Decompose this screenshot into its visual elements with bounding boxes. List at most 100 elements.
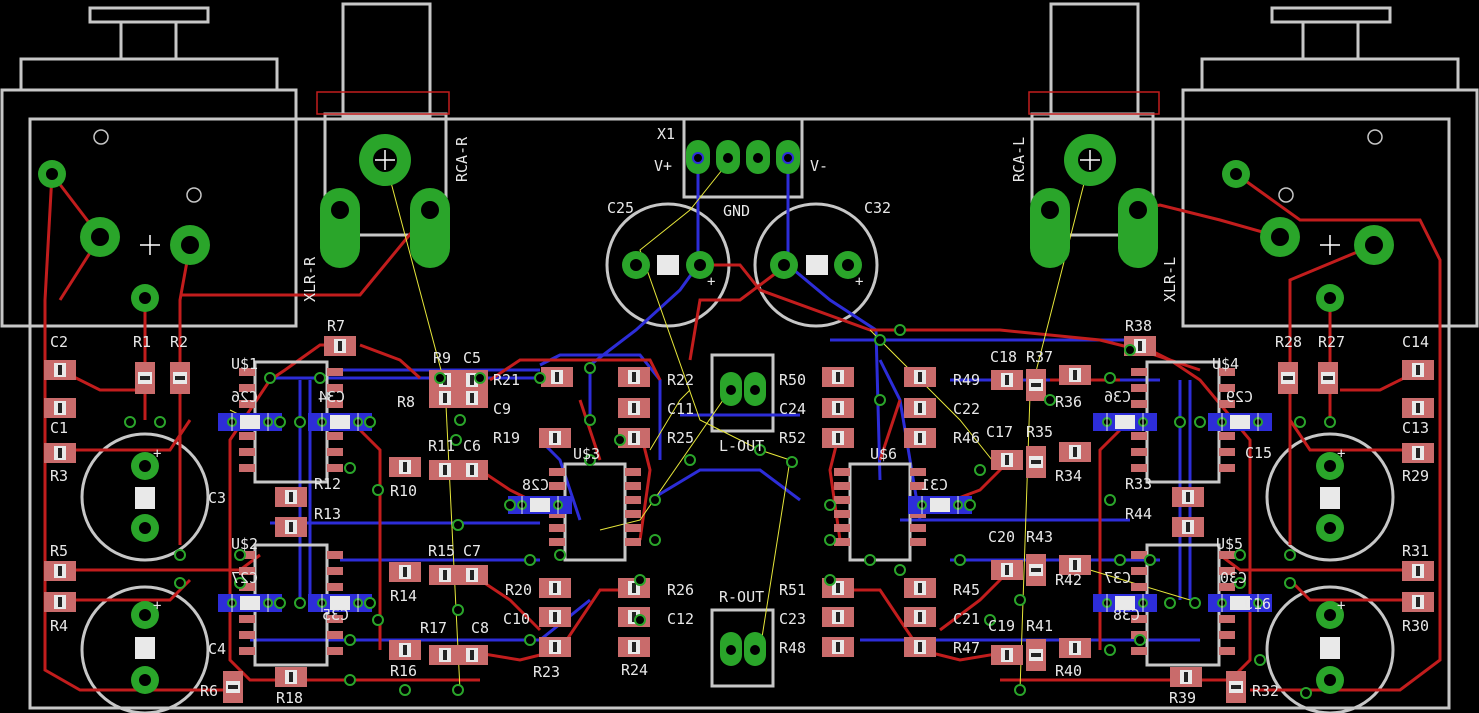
electrolytic-caps[interactable] bbox=[131, 251, 1344, 694]
via bbox=[344, 674, 356, 686]
smd-c24[interactable] bbox=[822, 398, 854, 418]
via bbox=[894, 564, 906, 576]
smd-r44[interactable] bbox=[1172, 517, 1204, 537]
smd-c13[interactable] bbox=[1402, 398, 1434, 418]
label-c31: C31 bbox=[921, 476, 948, 494]
smd-r30[interactable] bbox=[1402, 592, 1434, 612]
smd-r36[interactable] bbox=[1059, 365, 1091, 385]
smd-r3[interactable] bbox=[44, 443, 76, 463]
smd-r7[interactable] bbox=[324, 336, 356, 356]
smd-r20[interactable] bbox=[539, 578, 571, 598]
smd-r41[interactable] bbox=[1026, 639, 1046, 671]
smd-c2[interactable] bbox=[44, 360, 76, 380]
via bbox=[274, 416, 286, 428]
label-r14: R14 bbox=[390, 587, 417, 605]
smd-r29[interactable] bbox=[1402, 443, 1434, 463]
smd-c14[interactable] bbox=[1402, 360, 1434, 380]
label-x1: X1 bbox=[657, 125, 675, 143]
smd-r10[interactable] bbox=[389, 457, 421, 477]
smd-c23[interactable] bbox=[822, 607, 854, 627]
via bbox=[824, 534, 836, 546]
x1-power-connector[interactable] bbox=[686, 140, 800, 174]
smd-r35[interactable] bbox=[1026, 446, 1046, 478]
label-r19: R19 bbox=[493, 429, 520, 447]
rca-r-connector[interactable] bbox=[320, 134, 450, 268]
smd-r6[interactable] bbox=[223, 671, 243, 703]
smd-r46[interactable] bbox=[904, 428, 936, 448]
smd-r43[interactable] bbox=[1026, 554, 1046, 586]
label-r32: R32 bbox=[1252, 682, 1279, 700]
smd-r52[interactable] bbox=[822, 428, 854, 448]
via bbox=[1014, 684, 1026, 696]
smd-c18[interactable] bbox=[991, 370, 1023, 390]
smd-r13[interactable] bbox=[275, 517, 307, 537]
bottom-cap-c28[interactable] bbox=[507, 495, 573, 515]
output-connectors[interactable] bbox=[720, 372, 766, 666]
smd-c8[interactable] bbox=[456, 645, 488, 665]
bottom-cap-c29[interactable] bbox=[1207, 412, 1273, 432]
smd-r37[interactable] bbox=[1026, 369, 1046, 401]
smd-r23[interactable] bbox=[539, 637, 571, 657]
label-rca-l: RCA-L bbox=[1010, 137, 1028, 182]
smd-r49[interactable] bbox=[904, 367, 936, 387]
rca-l-connector[interactable] bbox=[1030, 134, 1158, 268]
bottom-cap-c27[interactable] bbox=[217, 593, 283, 613]
smd-r2[interactable] bbox=[170, 362, 190, 394]
smd-r33[interactable] bbox=[1172, 487, 1204, 507]
smd-r45[interactable] bbox=[904, 578, 936, 598]
via bbox=[124, 416, 136, 428]
smd-c22[interactable] bbox=[904, 398, 936, 418]
via bbox=[1174, 416, 1186, 428]
smd-c21[interactable] bbox=[904, 607, 936, 627]
label-c25: C25 bbox=[607, 199, 634, 217]
bottom-cap-c36[interactable] bbox=[1092, 412, 1158, 432]
smd-r40[interactable] bbox=[1059, 638, 1091, 658]
xlr-r-connector[interactable] bbox=[38, 160, 210, 312]
xlr-l-connector[interactable] bbox=[1222, 160, 1394, 312]
smd-c19[interactable] bbox=[991, 645, 1023, 665]
smd-c20[interactable] bbox=[991, 560, 1023, 580]
smd-c1[interactable] bbox=[44, 398, 76, 418]
smd-r50[interactable] bbox=[822, 367, 854, 387]
smd-r16[interactable] bbox=[389, 640, 421, 660]
smd-c6[interactable] bbox=[456, 460, 488, 480]
label-r8: R8 bbox=[397, 393, 415, 411]
label-us6: U$6 bbox=[870, 445, 897, 463]
smd-r34[interactable] bbox=[1059, 442, 1091, 462]
smd-r4[interactable] bbox=[44, 592, 76, 612]
smd-r27[interactable] bbox=[1318, 362, 1338, 394]
smd-r31[interactable] bbox=[1402, 561, 1434, 581]
smd-r28[interactable] bbox=[1278, 362, 1298, 394]
label-r39: R39 bbox=[1169, 689, 1196, 707]
smd-r19[interactable] bbox=[539, 428, 571, 448]
via bbox=[372, 484, 384, 496]
smd-c17[interactable] bbox=[991, 450, 1023, 470]
smd-r12[interactable] bbox=[275, 487, 307, 507]
label-r28: R28 bbox=[1275, 333, 1302, 351]
smd-r48[interactable] bbox=[822, 637, 854, 657]
ic-packages[interactable] bbox=[237, 360, 1237, 667]
bottom-cap-c31[interactable] bbox=[907, 495, 973, 515]
smd-r32[interactable] bbox=[1226, 671, 1246, 703]
smd-c10[interactable] bbox=[539, 607, 571, 627]
smd-c9[interactable] bbox=[456, 388, 488, 408]
smd-r22[interactable] bbox=[618, 367, 650, 387]
label-r52: R52 bbox=[779, 429, 806, 447]
bottom-cap-c34[interactable] bbox=[307, 412, 373, 432]
plus-c25: + bbox=[707, 274, 715, 290]
bottom-cap-c26[interactable] bbox=[217, 412, 283, 432]
smd-r18[interactable] bbox=[275, 667, 307, 687]
label-us5: U$5 bbox=[1216, 535, 1243, 553]
smd-c12[interactable] bbox=[618, 607, 650, 627]
smd-c7[interactable] bbox=[456, 565, 488, 585]
smd-r1[interactable] bbox=[135, 362, 155, 394]
smd-c11[interactable] bbox=[618, 398, 650, 418]
smd-r47[interactable] bbox=[904, 637, 936, 657]
smd-r24[interactable] bbox=[618, 637, 650, 657]
label-r50: R50 bbox=[779, 371, 806, 389]
smd-r14[interactable] bbox=[389, 562, 421, 582]
smd-r5[interactable] bbox=[44, 561, 76, 581]
label-r24: R24 bbox=[621, 661, 648, 679]
smd-r39[interactable] bbox=[1170, 667, 1202, 687]
